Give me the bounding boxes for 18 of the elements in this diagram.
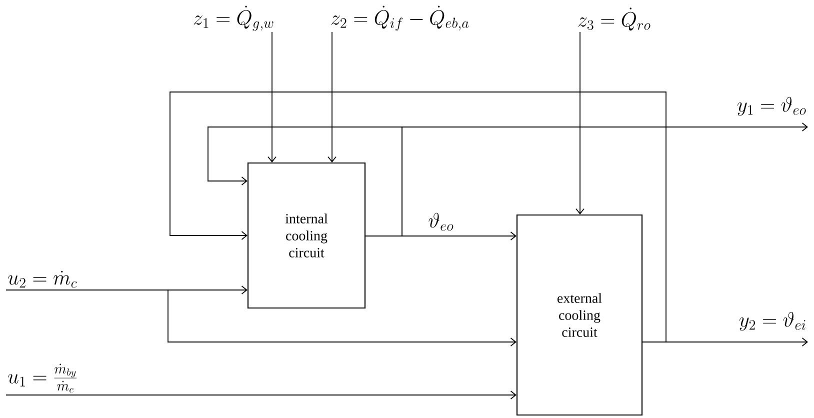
disturbance-label: $z_3 = \dot{Q}_{ro}$ (578, 8, 650, 31)
block-box: external cooling circuit (516, 214, 643, 416)
arrow (365, 122, 808, 236)
output-label: $y_2 = \vartheta_{ei}$ (739, 312, 806, 331)
block-box: internal cooling circuit (247, 162, 366, 309)
arrow (6, 290, 516, 346)
output-label: $y_1 = \vartheta_{eo}$ (737, 96, 806, 116)
disturbance-label: $z_2 = \dot{Q}_{if} - \dot{Q}_{eb,a}$ (331, 6, 469, 31)
disturbance-label: $z_1 = \dot{Q}_{g,w}$ (194, 6, 274, 31)
arrow (576, 32, 584, 214)
arrow (642, 338, 808, 346)
input-label: $u_1 = \frac{\dot{m}_{by}}{\dot{m}_c}$ (8, 364, 77, 393)
arrow (328, 32, 336, 162)
arrow (268, 32, 276, 162)
input-label: $u_2 = \dot{m}_c$ (8, 270, 77, 288)
edge-label: $\vartheta_{eo}$ (428, 212, 454, 231)
arrow (6, 390, 516, 400)
arrow (170, 92, 666, 342)
